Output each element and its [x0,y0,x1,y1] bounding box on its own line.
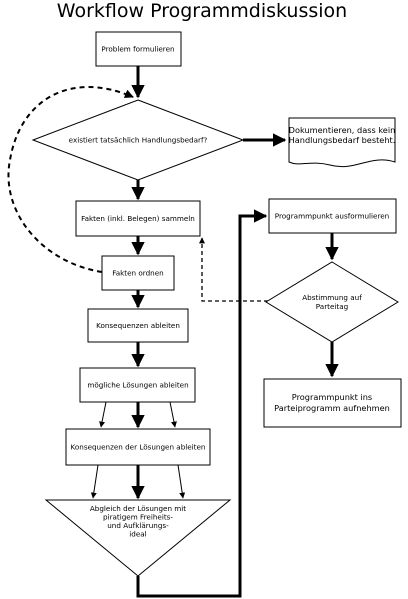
node-fakten-ordnen [101,255,175,291]
node-fakten-sammeln [75,200,201,237]
node-programmpunkt-ausformulieren-label: Programmpunkt ausformulieren [275,212,389,221]
arrow-konsequenzen-to-abgleich-left [90,464,99,499]
node-programmpunkt-ausformulieren [268,198,397,234]
node-abgleich-label-line3: und Aufklärungs- [107,521,169,530]
node-fakten-ordnen-label: Fakten ordnen [112,269,163,278]
node-loesungen-ableiten [79,367,196,403]
node-abgleich-label-line1: Abgleich der Lösungen mit [90,504,186,513]
decision-handlungsbedarf-label: existiert tatsächlich Handlungsbedarf? [69,136,208,145]
decision-abstimmung [265,261,399,343]
node-abgleich-label-line2: piratigem Freiheits- [103,513,173,522]
node-konsequenzen-loesungen-label: Konsequenzen der Lösungen ableiten [71,443,206,452]
node-programmpunkt-aufnehmen-label-line2: Parteiprogramm aufnehmen [274,403,390,413]
arrow-loesungen-to-konsequenzen-right [169,401,177,428]
node-fakten-sammeln-label: Fakten (inkl. Belegen) sammeln [81,214,195,223]
arrow-abgleich-to-programmpunkt [136,209,268,598]
connectors [7,66,339,598]
node-dokumentieren [288,117,396,168]
decision-abstimmung-label-line1: Abstimmung auf [302,293,362,302]
node-programmpunkt-aufnehmen [263,378,402,428]
node-programmpunkt-aufnehmen-label-line1: Programmpunkt ins [292,392,372,402]
node-dokumentieren-label-line2: Handlungsbedarf besteht. [289,135,396,145]
node-problem-formulieren [95,31,182,67]
diagram-title: Workflow Programmdiskussion [57,0,347,22]
decision-handlungsbedarf [31,99,245,181]
node-konsequenzen-ableiten [87,308,189,343]
dashed-arrow-abstimmung-to-fakten [199,237,268,302]
node-abgleich [44,499,232,577]
arrow-loesungen-to-konsequenzen-left [99,401,107,428]
decision-abstimmung-label-line2: Parteitag [316,302,348,311]
node-problem-formulieren-label: Problem formulieren [101,45,174,54]
node-konsequenzen-ableiten-label: Konsequenzen ableiten [96,321,180,330]
arrow-konsequenzen-to-abgleich-right [177,464,186,499]
dashed-loop-ordnen-to-decision [7,86,134,273]
node-loesungen-ableiten-label: mögliche Lösungen ableiten [87,381,188,390]
node-konsequenzen-loesungen [65,428,211,466]
node-dokumentieren-label-line1: Dokumentieren, dass kein [289,125,396,135]
node-abgleich-label-line4: ideal [129,530,146,539]
